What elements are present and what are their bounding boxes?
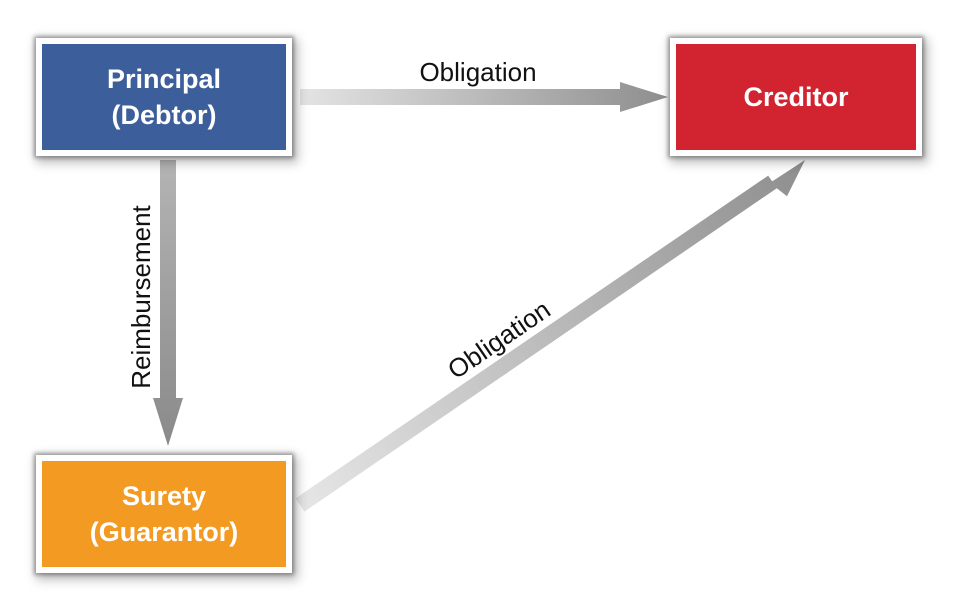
surety-guarantor-box: Surety (Guarantor) bbox=[36, 455, 292, 573]
arrow-surety-to-creditor-shape bbox=[295, 160, 805, 512]
arrow-surety-to-creditor bbox=[295, 160, 805, 512]
arrow-principal-to-creditor-shape bbox=[300, 82, 668, 112]
principal-label: Principal bbox=[106, 64, 222, 94]
principal-debtor-box: Principal (Debtor) bbox=[36, 38, 292, 156]
edge-label-principal-to-surety: Reimbursement bbox=[126, 204, 156, 388]
arrow-principal-to-surety bbox=[153, 160, 183, 446]
arrow-principal-to-creditor bbox=[300, 82, 668, 112]
arrow-principal-to-surety-shape bbox=[153, 160, 183, 446]
creditor-box: Creditor bbox=[670, 38, 922, 156]
creditor-label: Creditor bbox=[743, 82, 849, 112]
debtor-label: (Debtor) bbox=[111, 100, 217, 130]
guarantor-label: (Guarantor) bbox=[89, 517, 239, 547]
surety-label: Surety bbox=[121, 481, 207, 511]
edge-label-principal-to-creditor: Obligation bbox=[419, 57, 536, 87]
